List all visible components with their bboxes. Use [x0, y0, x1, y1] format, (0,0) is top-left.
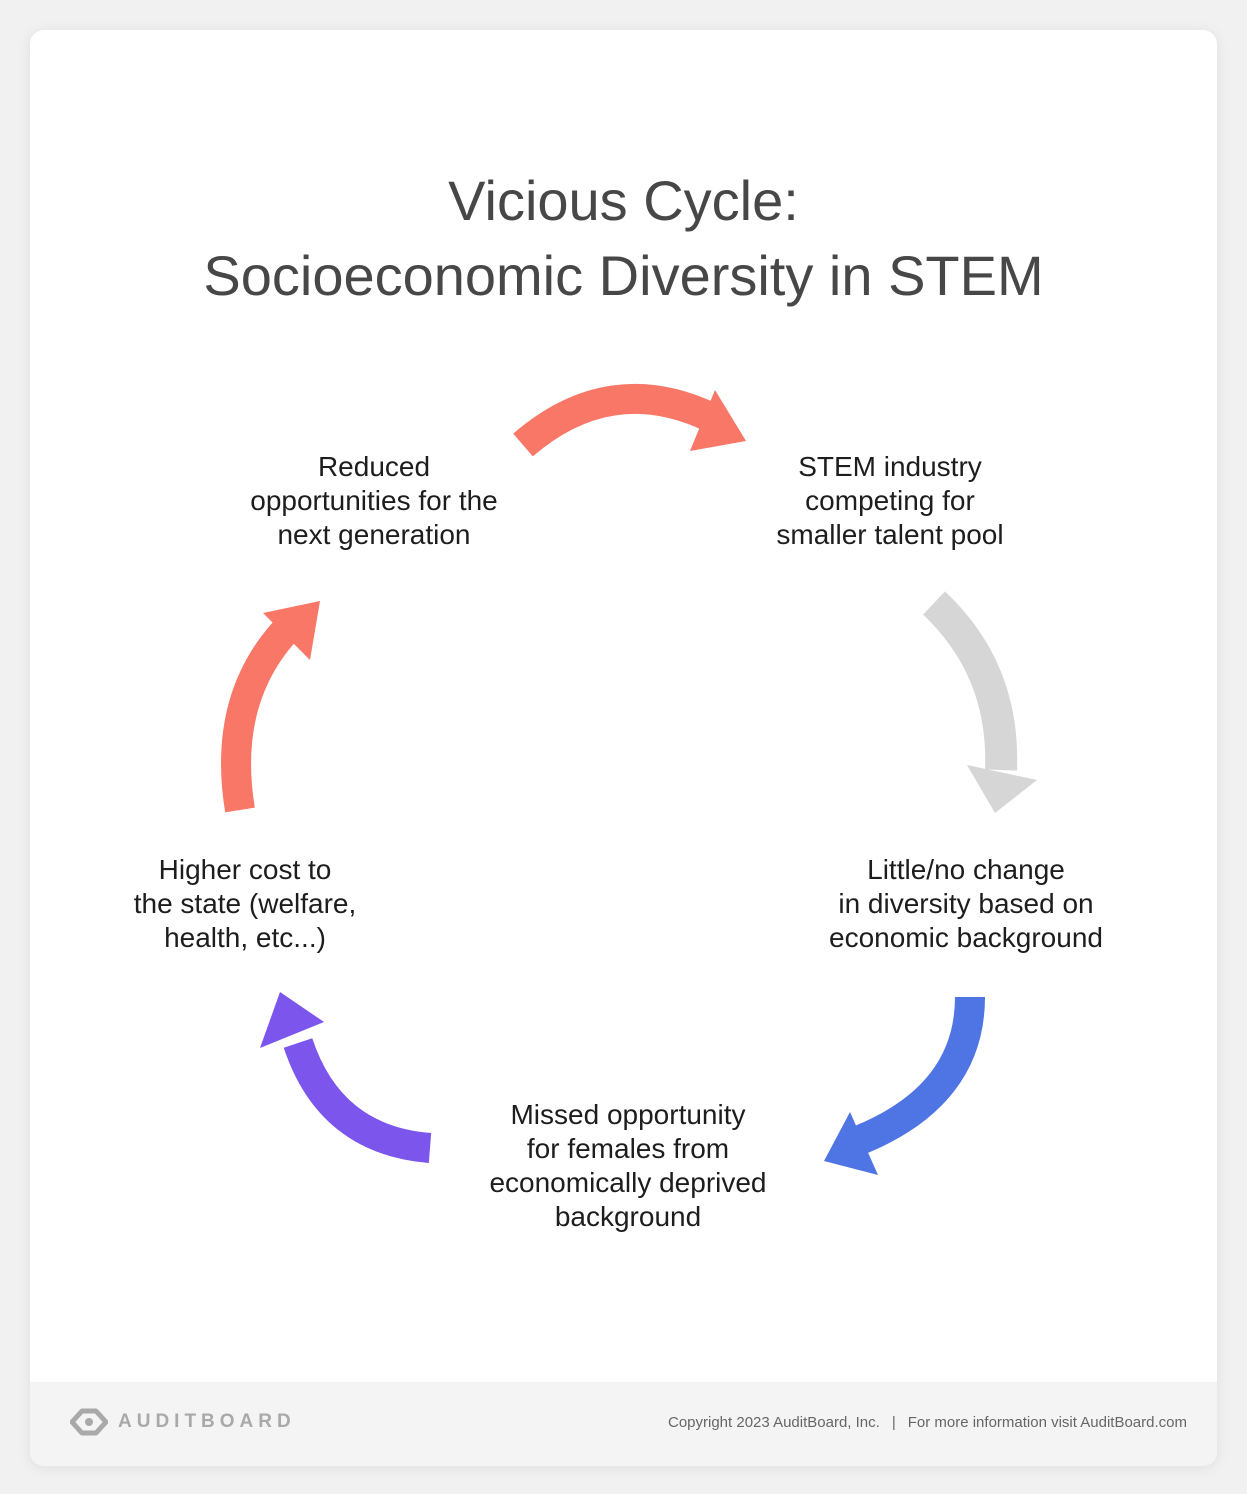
more-info-link[interactable]: For more information visit AuditBoard.co…: [907, 1414, 1187, 1431]
arrow-stem-to-little-shaft: [922, 591, 1018, 771]
node-stem-industry: STEM industry competing for smaller tale…: [776, 451, 1004, 550]
arrow-little-to-missed-head: [824, 1112, 878, 1175]
arrow-higher-to-reduced-shaft: [221, 619, 298, 813]
footer-separator: |: [891, 1414, 896, 1431]
arrow-reduced-to-stem: [513, 383, 746, 457]
arrow-stem-to-little: [922, 591, 1037, 813]
node-little-change: Little/no change in diversity based on e…: [829, 854, 1103, 953]
arrow-stem-to-little-head: [967, 765, 1037, 813]
arrow-missed-to-higher-head: [260, 992, 324, 1048]
arrow-reduced-to-stem-head: [690, 390, 746, 451]
arrow-higher-to-reduced: [221, 601, 320, 813]
logo-wordmark: AUDITBOARD: [118, 1411, 296, 1432]
arrow-higher-to-reduced-head: [263, 601, 320, 660]
arrow-missed-to-higher-shaft: [283, 1038, 432, 1163]
footer: AUDITBOARD Copyright 2023 AuditBoard, In…: [30, 1382, 1217, 1466]
arrow-little-to-missed: [824, 996, 985, 1175]
arrow-reduced-to-stem-shaft: [513, 383, 717, 457]
auditboard-logo-icon: [70, 1408, 108, 1436]
node-reduced-opportunities: Reduced opportunities for the next gener…: [250, 451, 498, 550]
node-missed-opportunity: Missed opportunity for females from econ…: [489, 1099, 767, 1232]
footer-text: Copyright 2023 AuditBoard, Inc. | For more…: [668, 1414, 1187, 1431]
copyright-text: Copyright 2023 AuditBoard, Inc.: [668, 1414, 880, 1431]
infographic-card: Vicious Cycle: Socioeconomic Diversity i…: [30, 30, 1217, 1466]
auditboard-logo: AUDITBOARD: [70, 1408, 296, 1436]
title-line-2: Socioeconomic Diversity in STEM: [203, 244, 1044, 307]
arrow-missed-to-higher: [260, 992, 432, 1163]
title-line-1: Vicious Cycle:: [448, 169, 799, 232]
node-higher-cost: Higher cost to the state (welfare, healt…: [133, 854, 357, 953]
page-title: Vicious Cycle: Socioeconomic Diversity i…: [30, 163, 1217, 313]
cycle-arrows: [221, 383, 1037, 1175]
arrow-little-to-missed-shaft: [854, 996, 985, 1154]
